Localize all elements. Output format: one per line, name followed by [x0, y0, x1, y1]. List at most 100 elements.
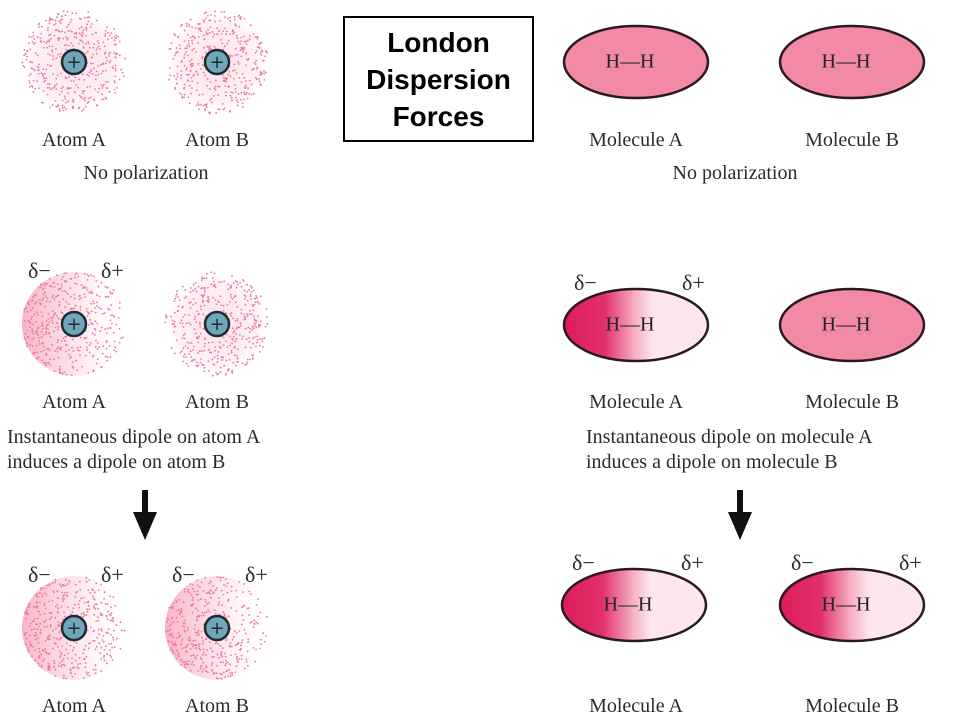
- cloud-dot: [103, 649, 106, 651]
- cloud-dot: [50, 37, 52, 40]
- cloud-dot: [170, 315, 172, 318]
- cloud-dot: [233, 18, 236, 21]
- cloud-dot: [213, 272, 216, 275]
- cloud-dot: [234, 295, 237, 298]
- cloud-dot: [180, 609, 183, 612]
- cloud-dot: [46, 40, 49, 43]
- cloud-dot: [67, 293, 69, 295]
- cloud-dot: [229, 642, 232, 644]
- cloud-dot: [34, 631, 37, 634]
- cloud-dot: [235, 665, 238, 668]
- cloud-dot: [70, 613, 72, 616]
- cloud-dot: [184, 666, 187, 669]
- cloud-dot: [65, 301, 68, 303]
- cloud-dot: [197, 584, 199, 587]
- cloud-dot: [205, 666, 208, 669]
- cloud-dot: [73, 297, 76, 300]
- cloud-dot: [185, 22, 188, 25]
- cloud-dot: [36, 66, 39, 68]
- cloud-dot: [65, 648, 68, 651]
- cloud-dot: [114, 604, 117, 607]
- cloud-dot: [59, 55, 61, 58]
- cloud-dot: [204, 342, 206, 345]
- cloud-dot: [185, 295, 188, 298]
- cloud-dot: [231, 369, 234, 372]
- cloud-dots: [21, 10, 269, 680]
- cloud-dot: [231, 337, 234, 340]
- cloud-dot: [235, 610, 238, 612]
- cloud-dot: [240, 81, 243, 83]
- cloud-dot: [34, 330, 37, 332]
- cloud-dot: [53, 330, 55, 333]
- cloud-dot: [219, 644, 222, 647]
- cloud-dot: [70, 672, 72, 675]
- cloud-dot: [74, 91, 76, 94]
- cloud-dot: [184, 47, 186, 50]
- cloud-dot: [57, 317, 60, 320]
- cloud-dot: [60, 652, 63, 655]
- cloud-dot: [182, 661, 185, 664]
- cloud-dot: [118, 54, 121, 57]
- cloud-dot: [63, 106, 66, 109]
- cloud-dot: [197, 104, 200, 106]
- cloud-dot: [72, 44, 74, 47]
- cloud-dot: [96, 104, 99, 107]
- cloud-dot: [66, 38, 69, 41]
- cloud-dot: [205, 669, 208, 672]
- cloud-dot: [193, 73, 196, 76]
- cloud-dot: [222, 309, 225, 312]
- cloud-dot: [227, 598, 230, 601]
- cloud-dot: [66, 10, 69, 13]
- cloud-dot: [80, 18, 82, 20]
- cloud-dot: [198, 22, 201, 25]
- cloud-dot: [196, 89, 198, 92]
- cloud-dot: [191, 49, 194, 52]
- cloud-dot: [240, 285, 243, 288]
- cloud-dot: [183, 57, 186, 59]
- cloud-dot: [255, 621, 258, 624]
- cloud-dot: [202, 71, 205, 74]
- cloud-dot: [194, 37, 196, 40]
- cloud-dot: [23, 633, 26, 636]
- cloud-dot: [115, 37, 118, 40]
- title-line: Forces: [392, 100, 485, 132]
- cloud-dot: [176, 72, 179, 75]
- cloud-dot: [34, 42, 36, 44]
- cloud-dot: [36, 601, 39, 604]
- cloud-dot: [82, 597, 85, 599]
- cloud-dot: [63, 611, 65, 614]
- cloud-dot: [222, 304, 225, 307]
- cloud-dot: [41, 660, 44, 662]
- cloud-dot: [223, 364, 226, 367]
- cloud-dot: [252, 354, 255, 356]
- cloud-dot: [46, 46, 48, 49]
- cloud-dot: [190, 65, 193, 68]
- cloud-dot: [100, 658, 103, 660]
- cloud-dot: [239, 322, 242, 324]
- cloud-dot: [57, 646, 59, 648]
- cloud-dot: [38, 87, 40, 90]
- cloud-dot: [183, 590, 186, 593]
- cloud-dot: [208, 602, 210, 604]
- cloud-dot: [74, 673, 76, 675]
- cloud-dot: [100, 72, 103, 75]
- nucleus-plus: +: [66, 52, 81, 73]
- cloud-dot: [217, 677, 220, 680]
- cloud-dot: [67, 30, 70, 32]
- cloud-dot: [246, 361, 249, 364]
- cloud-dot: [245, 660, 248, 663]
- cloud-dot: [103, 83, 105, 86]
- cloud-dot: [96, 342, 99, 344]
- cloud-dot: [236, 283, 239, 286]
- cloud-dot: [241, 47, 244, 50]
- cloud-dot: [82, 33, 84, 35]
- cloud-dot: [203, 345, 206, 348]
- cloud-dot: [192, 298, 195, 300]
- cloud-dot: [171, 607, 174, 609]
- cloud-dot: [258, 43, 261, 45]
- cloud-dot: [214, 89, 217, 91]
- cloud-dot: [111, 322, 113, 325]
- cloud-dot: [185, 362, 188, 365]
- cloud-dot: [86, 315, 89, 318]
- cloud-dot: [205, 33, 208, 35]
